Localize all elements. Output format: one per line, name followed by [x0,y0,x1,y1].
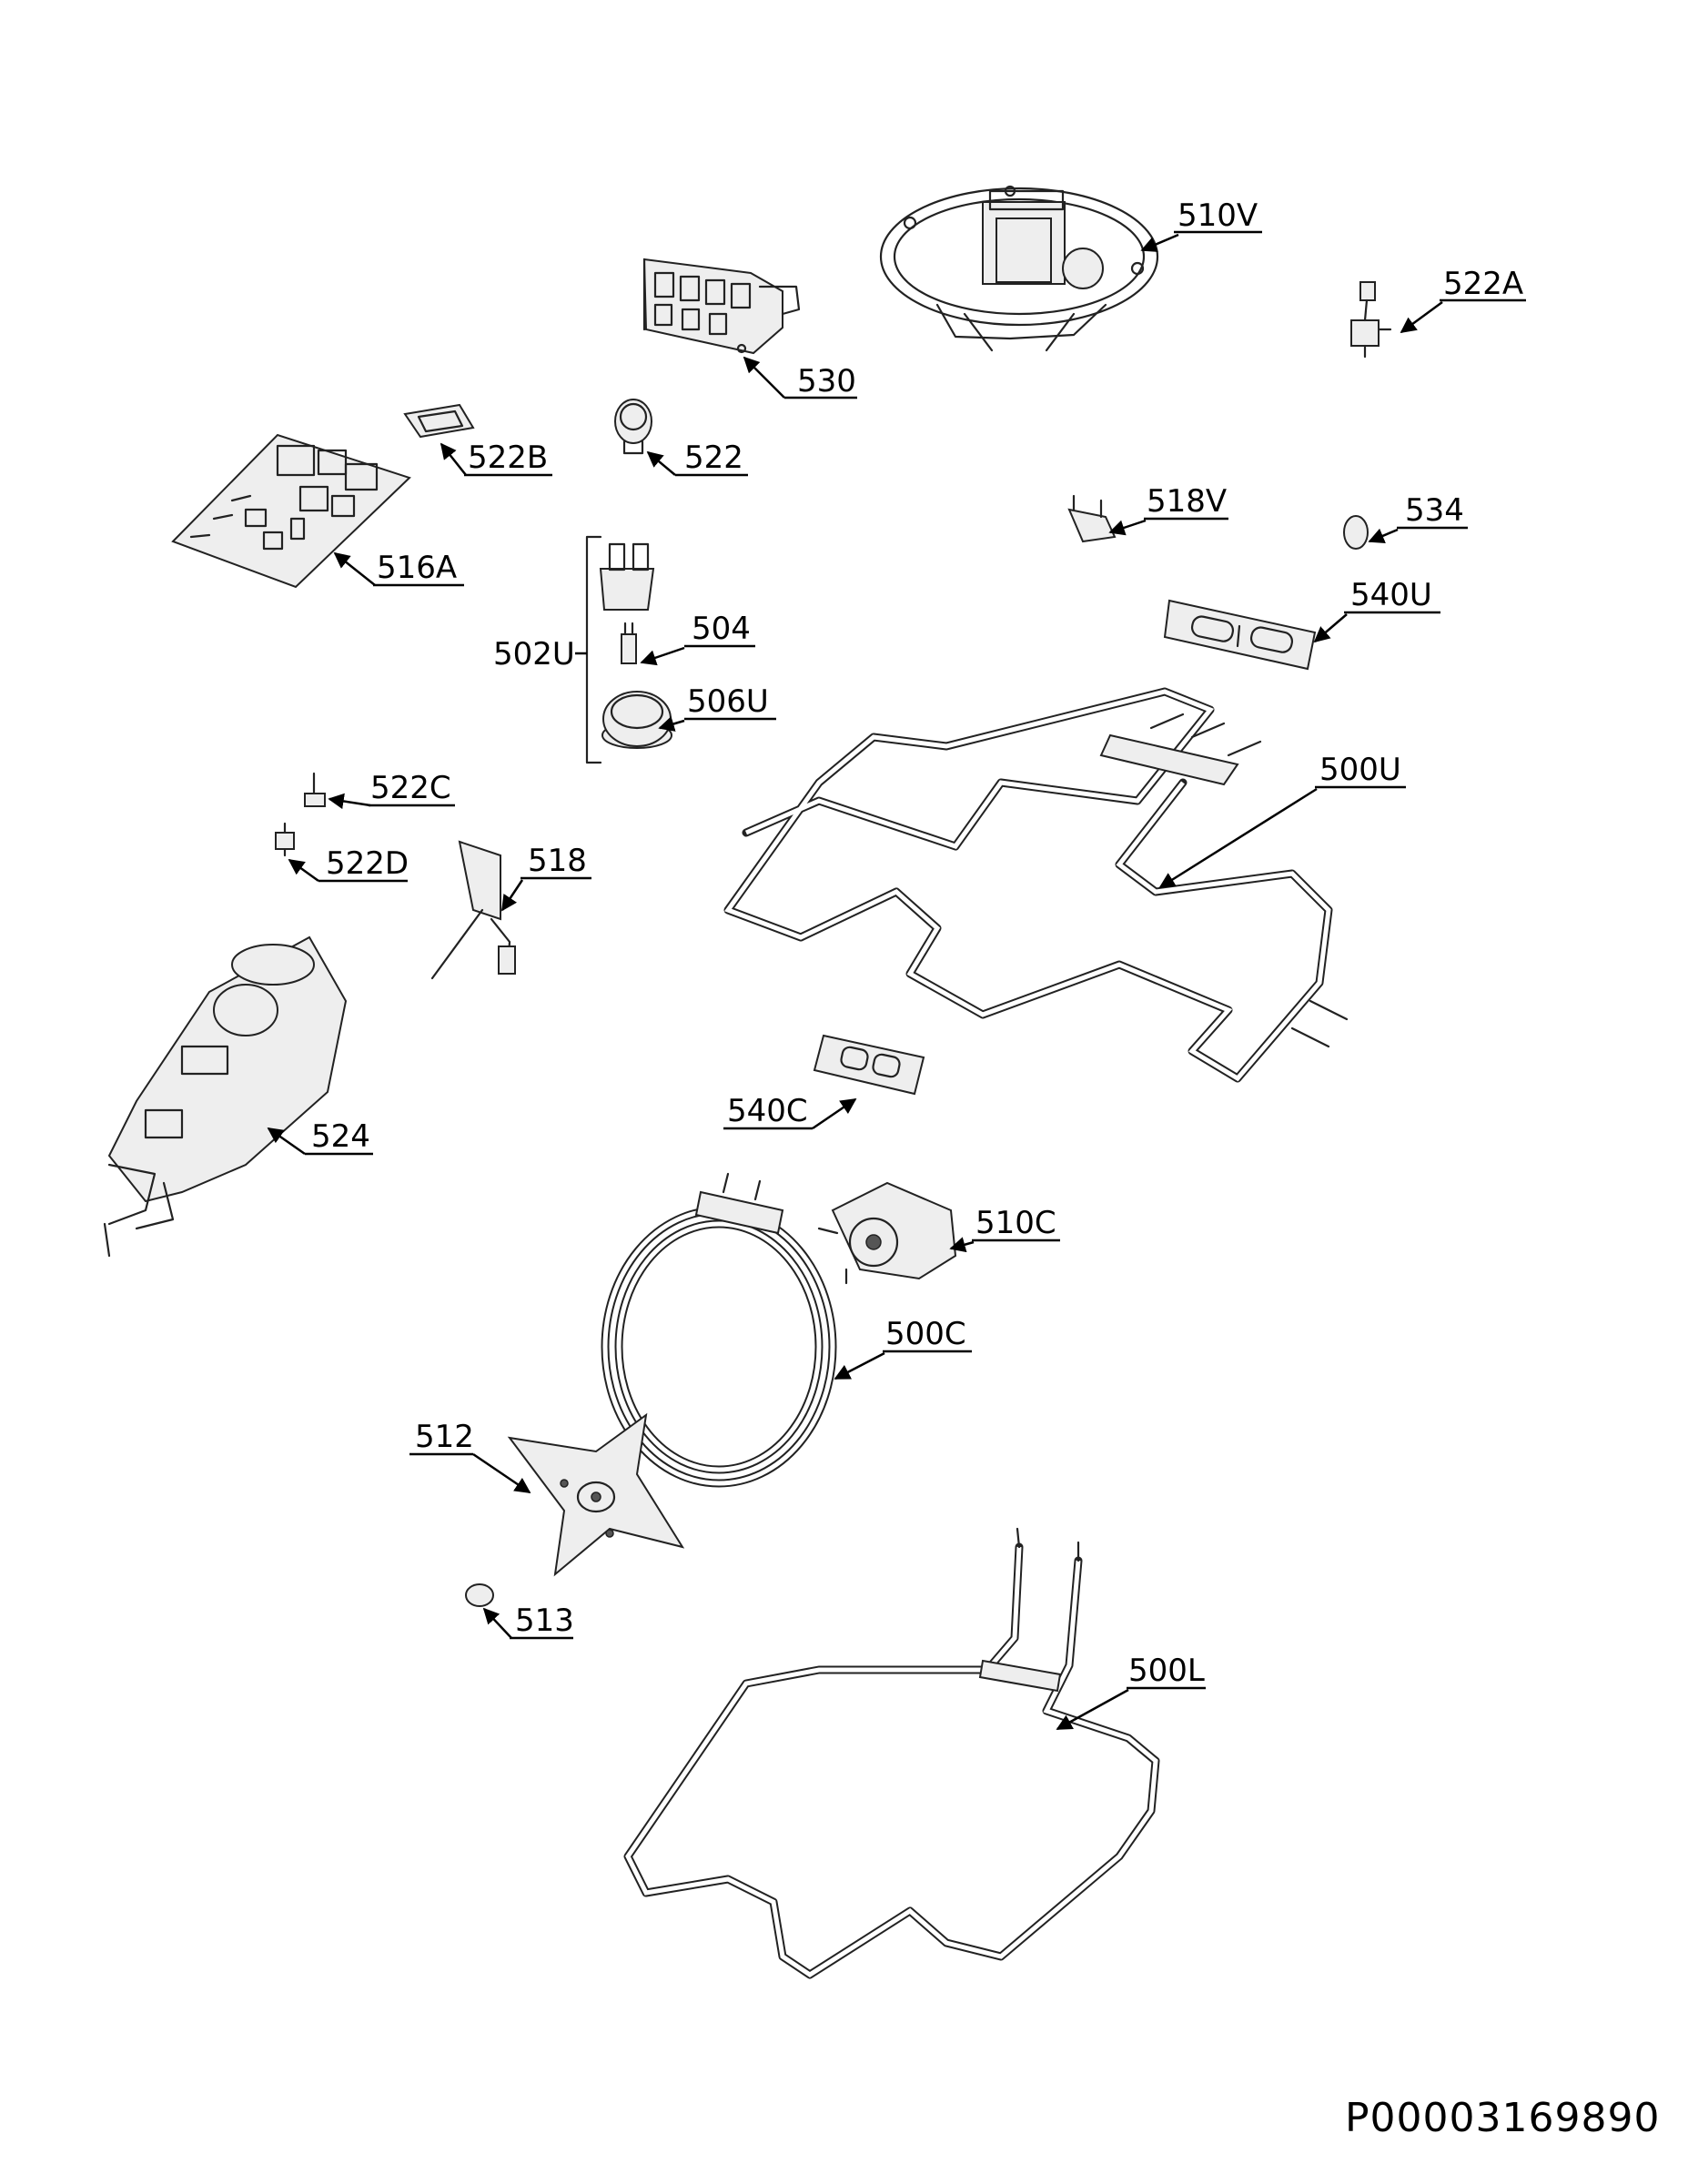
callout-530[interactable]: 530 [743,356,857,399]
callout-504[interactable]: 504 [640,611,755,666]
part-500l-bottom-element [623,1527,1160,1979]
callout-522b[interactable]: 522B [440,440,552,477]
callout-label: 510C [975,1205,1056,1241]
part-513-nut [465,1583,494,1607]
part-518-probe [430,840,516,980]
part-512-fan-blade [507,1412,685,1577]
part-540c-gasket [813,1034,925,1096]
part-500c-ring-element [601,1172,837,1488]
part-522a-connector [1350,281,1392,359]
callout-524[interactable]: 524 [267,1118,373,1156]
callout-label: 524 [311,1118,370,1155]
callout-512[interactable]: 512 [409,1419,531,1494]
callout-label: 516A [377,550,457,586]
callout-540c[interactable]: 540C [723,1093,857,1130]
callout-label: 518V [1147,483,1227,520]
callout-500c[interactable]: 500C [834,1316,972,1380]
callout-label: 506U [687,683,769,720]
callout-label: 513 [515,1603,574,1639]
callout-label: 500U [1319,752,1401,788]
callout-513[interactable]: 513 [482,1603,574,1640]
callout-516a[interactable]: 516A [333,550,464,587]
part-540u-gasket [1163,599,1317,671]
callout-518[interactable]: 518 [500,843,591,912]
callout-label: 522C [370,770,451,806]
part-502u-group [585,535,672,764]
part-534-bulb [1343,515,1369,550]
part-524-door-lock [103,935,348,1258]
callout-522c[interactable]: 522C [328,770,455,810]
callout-518v[interactable]: 518V [1108,483,1228,536]
callout-534[interactable]: 534 [1368,492,1468,543]
callout-label: 530 [797,363,856,399]
callout-label: 522B [468,440,548,476]
callout-label: 512 [415,1419,474,1455]
callout-506u[interactable]: 506U [658,683,776,732]
part-522-lamp-holder [614,399,652,455]
callout-522d[interactable]: 522D [288,845,409,883]
callout-label: 522 [684,440,743,476]
part-510c-fan-motor [817,1181,957,1285]
callout-label: 502U [493,636,575,672]
part-522d-pin [275,822,295,857]
callout-label: 504 [692,611,751,647]
callout-522a[interactable]: 522A [1400,266,1526,334]
part-518v-bracket [1067,494,1117,543]
part-516a-control-board [171,433,411,589]
callout-label: 540U [1350,577,1432,613]
callout-540u[interactable]: 540U [1313,577,1440,643]
part-510v-fan-motor [879,185,1159,352]
part-522c-pin [304,772,326,807]
document-id: P00003169890 [1345,2095,1660,2141]
callout-label: 500L [1128,1653,1205,1689]
callout-500l[interactable]: 500L [1056,1653,1206,1731]
callout-502u[interactable]: 502U [493,636,587,672]
part-500u-top-element [723,687,1349,1083]
callout-label: 510V [1177,197,1258,234]
callout-label: 534 [1405,492,1464,529]
part-522b-bracket [403,403,475,439]
callout-label: 500C [885,1316,966,1352]
callout-510v[interactable]: 510V [1140,197,1262,252]
callout-label: 522D [326,845,409,882]
callout-500u[interactable]: 500U [1158,752,1406,889]
callout-522[interactable]: 522 [646,440,748,477]
callout-label: 518 [528,843,587,879]
callout-label: 540C [727,1093,808,1129]
callout-label: 522A [1443,266,1523,302]
callout-510c[interactable]: 510C [949,1205,1060,1253]
part-530-terminal-block [642,258,801,355]
